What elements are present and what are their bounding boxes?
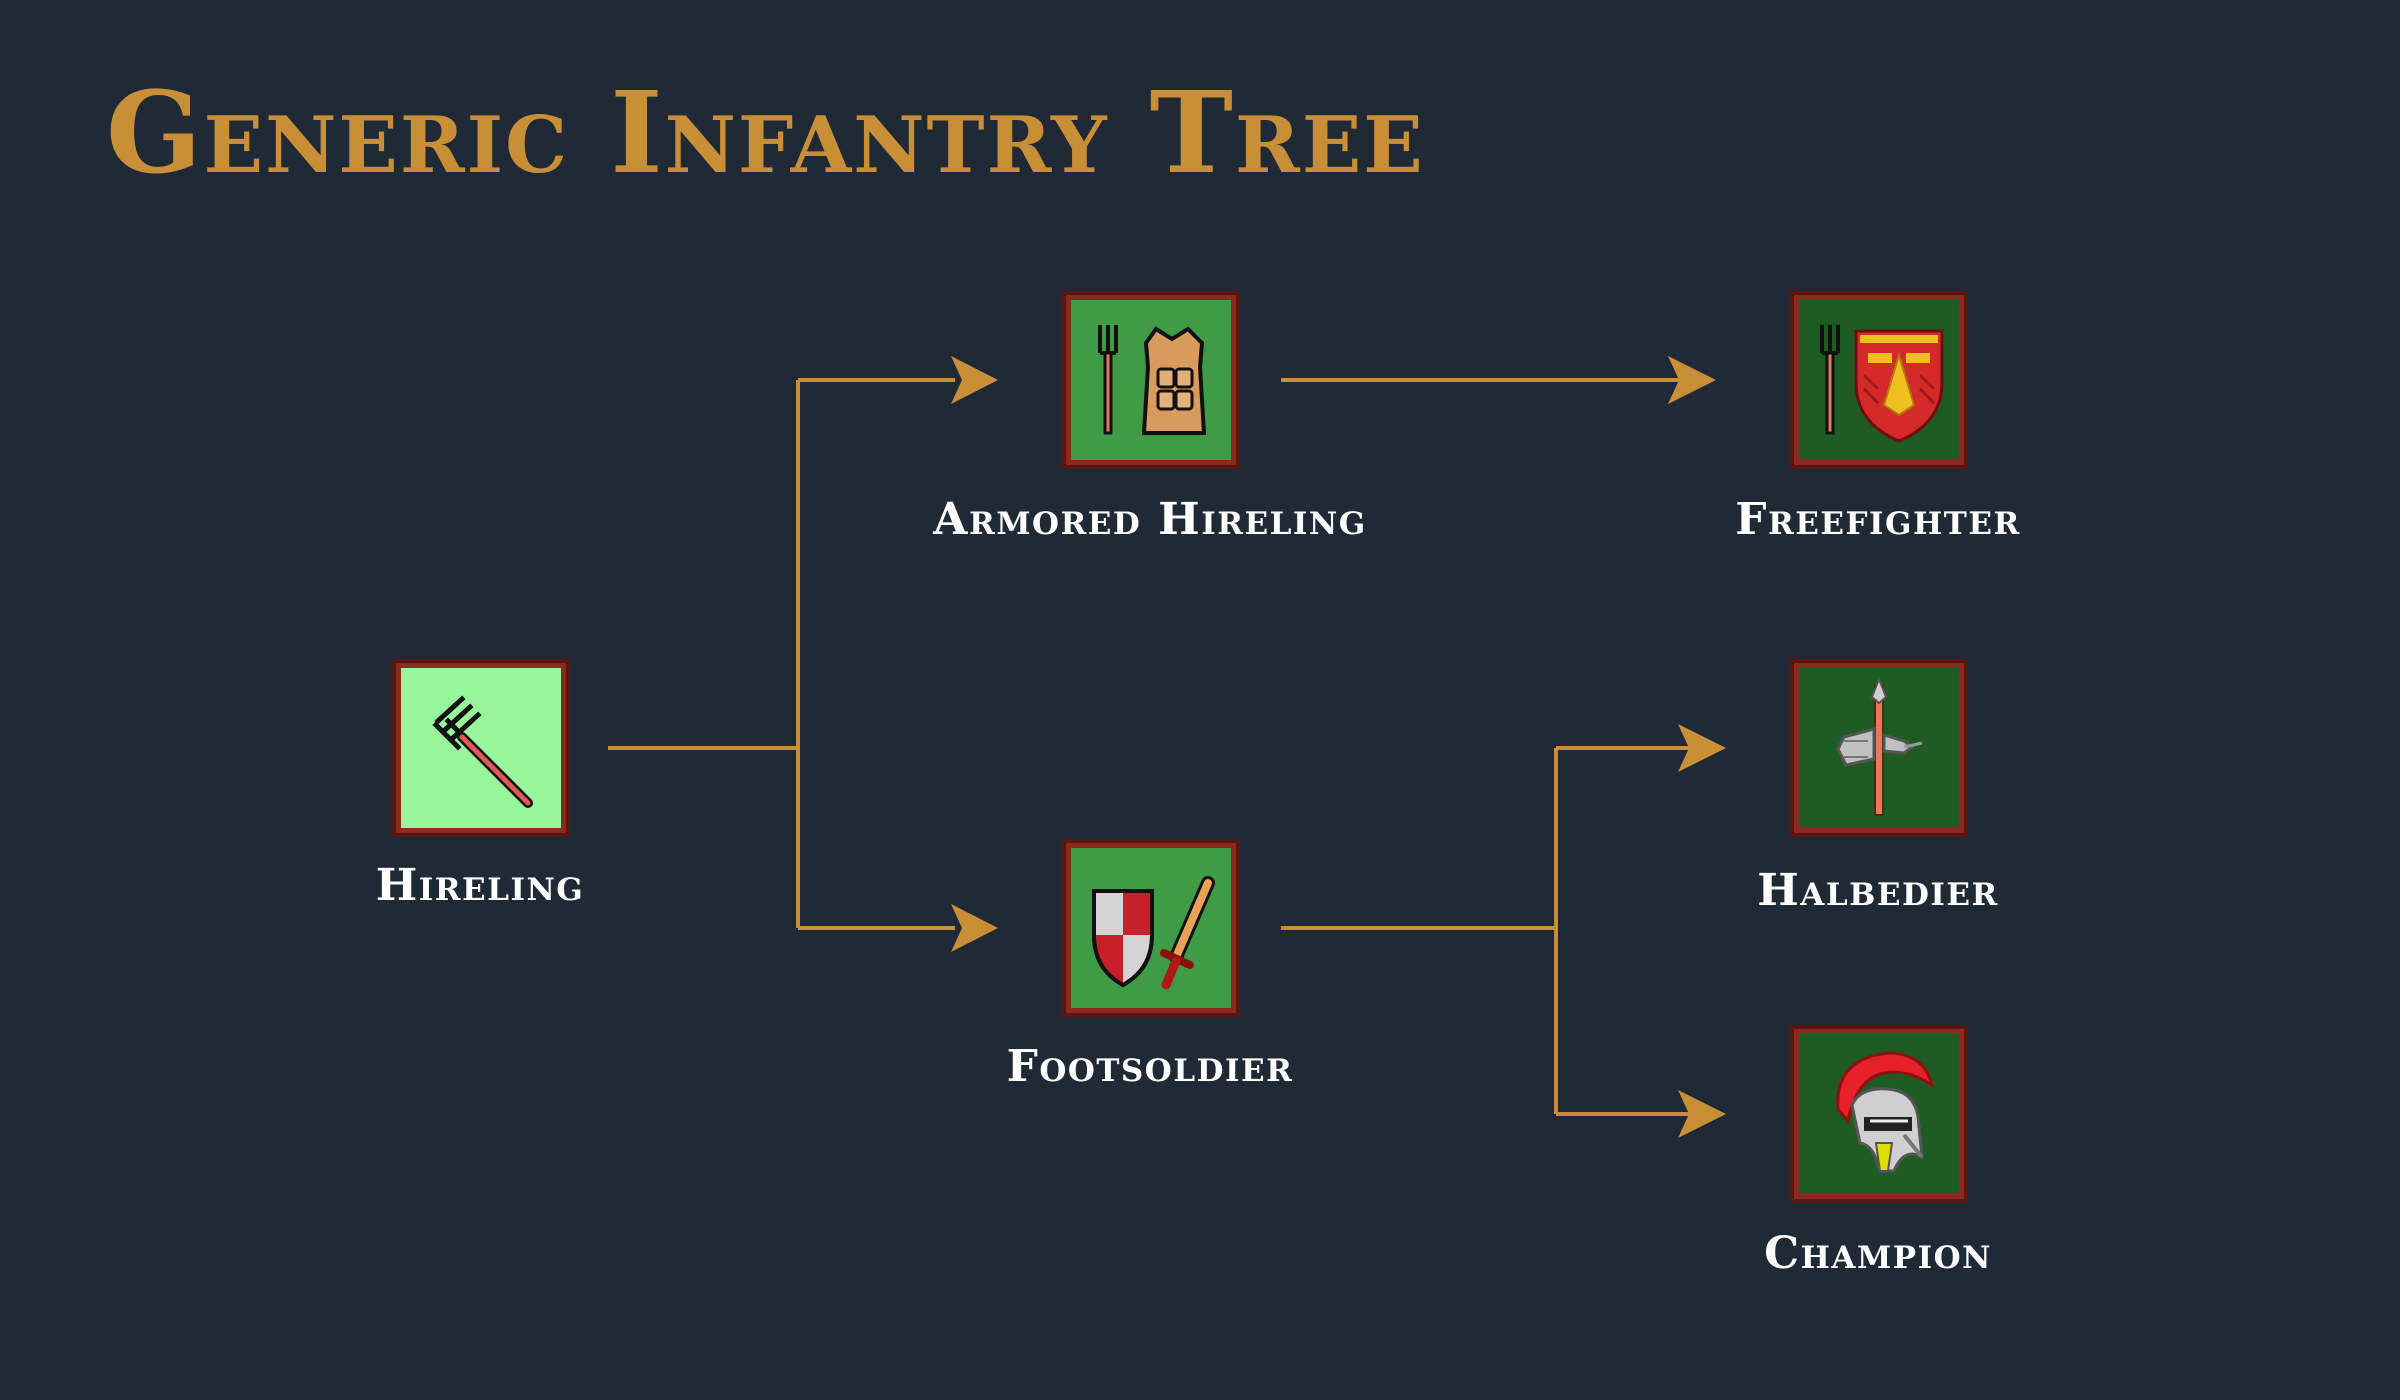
node-freefighter-frame[interactable] — [1790, 291, 1968, 469]
node-halbedier-frame[interactable] — [1790, 659, 1968, 837]
arrowhead-champion — [1678, 1090, 1726, 1138]
arrowhead-armored-hireling — [951, 356, 998, 404]
page-title: Generic Infantry Tree — [106, 68, 1425, 199]
pitchfork-tribal-shield-icon — [1799, 300, 1959, 460]
arrowhead-footsoldier — [951, 904, 998, 952]
node-halbedier-label: Halbedier — [1757, 865, 1999, 916]
arrowhead-halbedier — [1678, 724, 1726, 772]
node-hireling-label: Hireling — [375, 860, 585, 911]
plumed-helmet-icon — [1799, 1034, 1959, 1194]
shield-sword-icon — [1071, 848, 1231, 1008]
node-footsoldier-label: Footsoldier — [1006, 1041, 1294, 1092]
node-hireling-frame[interactable] — [392, 659, 570, 837]
node-armored-hireling-label: Armored Hireling — [933, 494, 1367, 545]
halberd-icon — [1799, 668, 1959, 828]
pitchfork-armor-icon — [1071, 300, 1231, 460]
arrowhead-freefighter — [1668, 356, 1716, 404]
node-champion-label: Champion — [1764, 1228, 1992, 1279]
node-armored-hireling-frame[interactable] — [1062, 291, 1240, 469]
pitchfork-icon — [401, 668, 561, 828]
node-freefighter-label: Freefighter — [1735, 494, 2021, 545]
node-footsoldier-frame[interactable] — [1062, 839, 1240, 1017]
node-champion-frame[interactable] — [1790, 1025, 1968, 1203]
